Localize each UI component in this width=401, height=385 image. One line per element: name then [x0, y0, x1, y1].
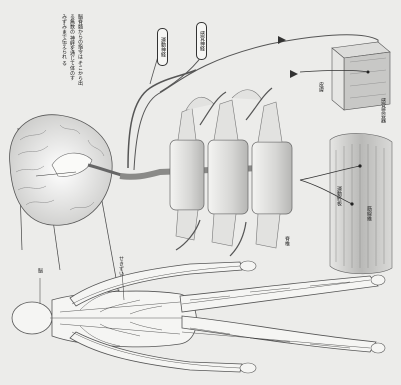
- sensory-nerve-tag: 感覚神経: [196, 22, 207, 60]
- caption-line: みずみまで伝えられ: [61, 14, 67, 59]
- caption-line: 脳脊髄からの指令は: [77, 14, 83, 59]
- caption-line: 神経を通じて体のす: [69, 36, 75, 81]
- caption-text: 脳脊髄からの指令は そこから出る無数の 神経を通じて体のす みずみまで伝えられ …: [60, 14, 84, 86]
- vertebra-illustration: [170, 88, 292, 256]
- receptor-label: 感覚受容器: [380, 98, 386, 123]
- brain-label: 脳: [37, 268, 43, 273]
- motor-nerve-tag: 運動神経: [157, 28, 168, 66]
- vertebra-label: 脊椎: [284, 236, 290, 246]
- spinal-cord-label: せきずい: [118, 256, 124, 276]
- caption-line: る: [61, 61, 67, 66]
- skin-label: 皮膚: [318, 82, 324, 92]
- motor-endplate-label: 運動終板: [336, 186, 342, 206]
- muscle-fiber-label: 筋線維: [366, 206, 372, 221]
